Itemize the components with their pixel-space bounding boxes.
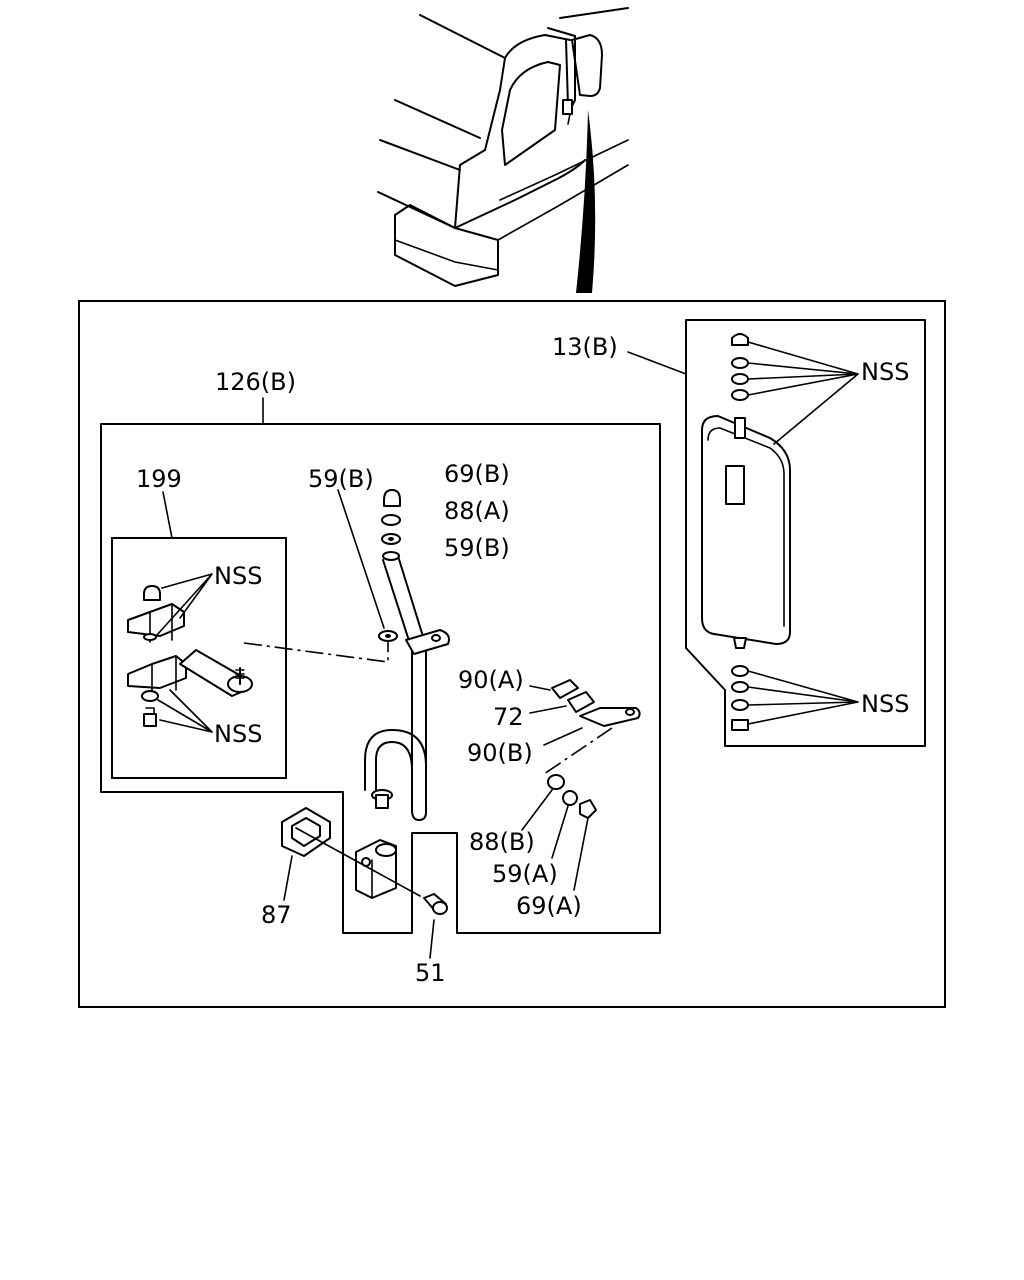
label-nss-199-top: NSS — [214, 562, 262, 590]
label-87: 87 — [261, 901, 292, 929]
label-69b: 69(B) — [444, 460, 510, 488]
truck-cab-overview — [377, 7, 629, 293]
label-nss-13b-top: NSS — [861, 358, 909, 386]
label-88a: 88(A) — [444, 497, 510, 525]
mirror-13b — [701, 333, 859, 731]
label-199: 199 — [136, 465, 182, 493]
label-59a: 59(A) — [492, 860, 558, 888]
frame-126b — [100, 423, 661, 934]
label-59b-left: 59(B) — [308, 465, 374, 493]
label-69a: 69(A) — [516, 892, 582, 920]
clip-parts — [521, 679, 641, 891]
label-13b: 13(B) — [552, 333, 618, 361]
label-nss-199-bottom: NSS — [214, 720, 262, 748]
label-59b-right: 59(B) — [444, 534, 510, 562]
label-72: 72 — [493, 703, 524, 731]
rod-assembly — [281, 489, 450, 959]
frame-199 — [111, 537, 287, 779]
label-90a: 90(A) — [458, 666, 524, 694]
label-51: 51 — [415, 959, 446, 987]
label-88b: 88(B) — [469, 828, 535, 856]
label-126b: 126(B) — [215, 368, 296, 396]
bracket-199-parts — [127, 573, 253, 733]
outer-frame — [78, 300, 946, 1008]
label-nss-13b-bottom: NSS — [861, 690, 909, 718]
label-90b: 90(B) — [467, 739, 533, 767]
frame-13b — [685, 319, 926, 747]
